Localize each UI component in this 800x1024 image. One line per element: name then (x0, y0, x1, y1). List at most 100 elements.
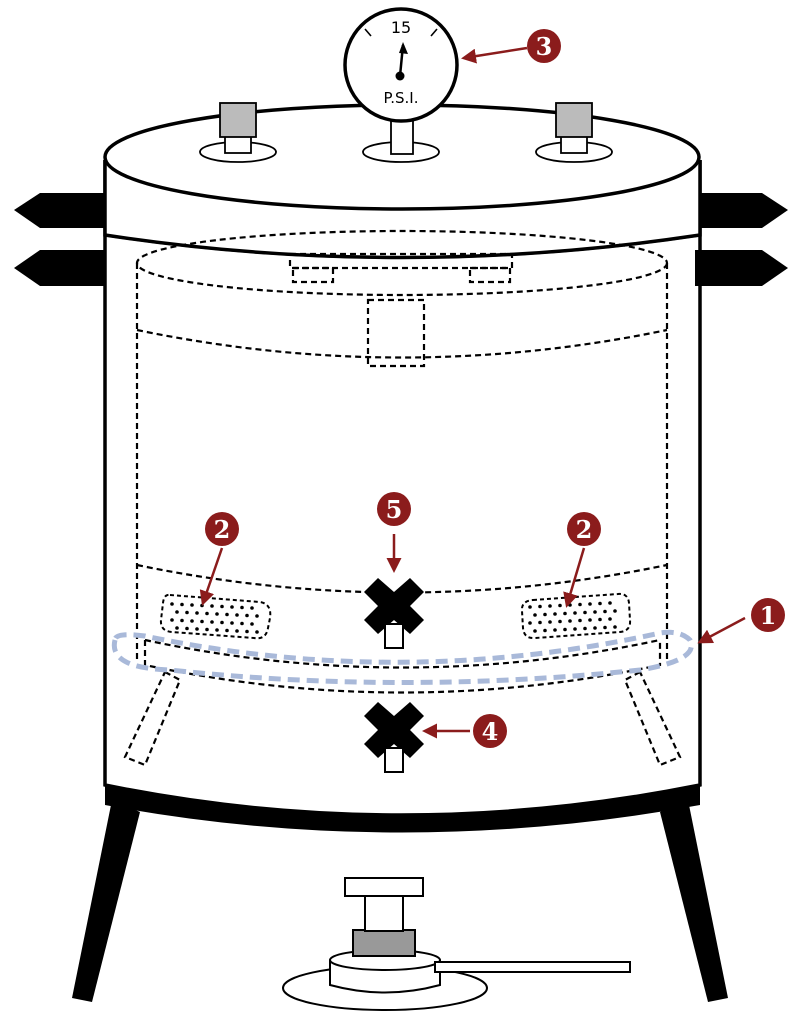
vent-hole (170, 602, 174, 606)
vent-hole (180, 618, 184, 623)
callout-badge-2-left: 2 (205, 512, 239, 546)
vent-hole (613, 625, 617, 629)
gauge-unit: P.S.I. (384, 89, 419, 107)
callout-arrows (199, 46, 746, 739)
vent-hole (603, 625, 607, 630)
gasket-ring (111, 629, 694, 685)
vent-hole (563, 611, 567, 616)
vent-hole (568, 603, 572, 607)
callout-5-number: 5 (386, 495, 403, 524)
callout-1-number: 1 (760, 601, 777, 630)
vent-hole (548, 604, 552, 608)
inner-valve-x (364, 578, 424, 649)
vent-hole (578, 618, 582, 623)
vent-hole (220, 604, 224, 609)
vent-hole (588, 618, 592, 622)
vent-hole (190, 619, 194, 623)
vent-hole (255, 614, 259, 618)
vent-hole (185, 610, 189, 615)
vent-hole (200, 619, 204, 624)
vent-hole (205, 611, 209, 616)
callout-badge-4: 4 (473, 714, 507, 748)
vent-hole (235, 613, 239, 617)
vent-hole (583, 626, 587, 631)
callout-badge-5: 5 (377, 492, 411, 526)
callout-2-right-number: 2 (576, 515, 593, 544)
gauge-reading: 15 (391, 18, 411, 37)
lid-valve-left (199, 102, 277, 163)
callout-2-left-number: 2 (214, 515, 231, 544)
vent-hole (205, 627, 209, 632)
vent-hole (568, 619, 572, 623)
vent-hole (538, 620, 542, 625)
vent-hole (210, 604, 214, 608)
vent-hole (255, 630, 259, 634)
vent-hole (558, 603, 562, 608)
vent-hole (185, 626, 189, 631)
callout-4-number: 4 (482, 717, 499, 746)
vent-hole (593, 610, 597, 614)
vent-hole (195, 627, 199, 631)
callout-badge-3: 3 (527, 29, 561, 63)
vent-hole (558, 619, 562, 624)
vent-hole (250, 606, 254, 610)
vent-hole (230, 621, 234, 625)
vent-hole (215, 612, 219, 616)
vent-hole (215, 628, 219, 632)
vent-hole (608, 601, 612, 605)
vent-hole (578, 602, 582, 607)
vent-hole (170, 618, 174, 622)
vent-hole (563, 627, 567, 632)
vent-hole (225, 612, 229, 617)
vent-hole (250, 622, 254, 626)
vent-hole (613, 609, 617, 613)
burner (282, 877, 631, 1011)
vent-hole (553, 628, 557, 632)
vent-hole (240, 621, 244, 626)
gauge-stem (362, 117, 440, 163)
vent-hole (543, 612, 547, 617)
vent-hole (543, 628, 547, 633)
vent-hole (175, 626, 179, 630)
vent-hole (593, 626, 597, 630)
vent-hole (598, 601, 602, 606)
vent-hole (528, 605, 532, 609)
vent-hole (573, 611, 577, 615)
vent-pad-left (159, 593, 272, 640)
pressure-gauge: 15 P.S.I. (343, 7, 459, 123)
vent-hole (603, 609, 607, 614)
vent-hole (200, 603, 204, 608)
vent-hole (598, 617, 602, 622)
vent-hole (588, 602, 592, 606)
vent-hole (583, 610, 587, 615)
vent-hole (528, 621, 532, 625)
stand-legs (72, 800, 728, 1002)
vent-hole (533, 613, 537, 617)
vent-hole (573, 627, 577, 631)
vent-hole (230, 605, 234, 609)
callout-badge-1: 1 (751, 598, 785, 632)
callout-badge-2-right: 2 (567, 512, 601, 546)
vent-hole (533, 629, 537, 633)
vent-hole (608, 617, 612, 621)
vent-hole (195, 611, 199, 615)
callout-3-number: 3 (536, 32, 553, 61)
vent-hole (180, 602, 184, 607)
drain-valve-x (364, 702, 424, 773)
lid-valve-right (535, 102, 613, 163)
vent-hole (220, 620, 224, 625)
vent-hole (225, 628, 229, 633)
vent-hole (175, 610, 179, 614)
gauge-needle (399, 42, 408, 54)
vent-hole (538, 604, 542, 609)
vent-hole (240, 605, 244, 610)
vent-hole (210, 620, 214, 624)
vent-hole (235, 629, 239, 633)
handles (14, 193, 788, 286)
vent-hole (548, 620, 552, 624)
vent-hole (245, 629, 249, 634)
vent-hole (245, 613, 249, 618)
vent-hole (190, 603, 194, 607)
vent-hole (553, 612, 557, 616)
